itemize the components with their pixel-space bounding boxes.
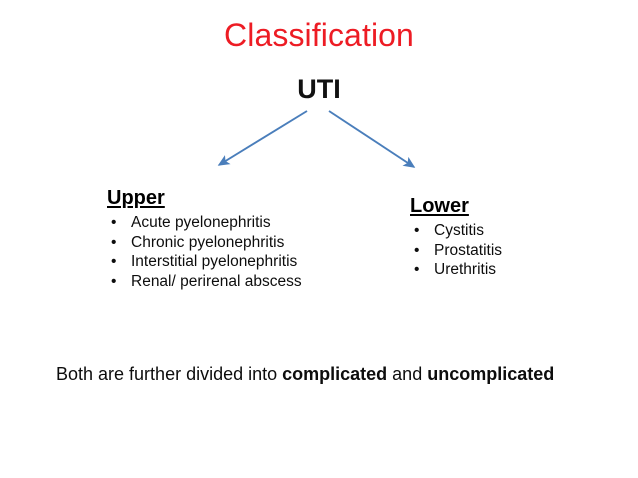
- page-title: Classification: [224, 17, 414, 53]
- footer-emphasis-complicated: complicated: [282, 364, 388, 384]
- branch-lower: Lower • Cystitis • Prostatitis • Urethri…: [410, 194, 630, 280]
- list-item-label: Urethritis: [434, 261, 497, 278]
- list-item: • Prostatitis: [410, 241, 630, 261]
- list-item-label: Acute pyelonephritis: [131, 214, 271, 231]
- branch-upper: Upper • Acute pyelonephritis • Chronic p…: [107, 186, 387, 291]
- bullet-icon: •: [414, 261, 420, 278]
- list-item: • Renal/ perirenal abscess: [107, 272, 387, 292]
- list-item-label: Prostatitis: [434, 241, 503, 259]
- footer-note: Both are further divided into complicate…: [56, 362, 554, 386]
- bullet-icon: •: [111, 253, 117, 270]
- list-item-label: Chronic pyelonephritis: [131, 233, 285, 251]
- bullet-icon: •: [414, 222, 420, 239]
- branch-lower-heading: Lower: [410, 195, 469, 217]
- bullet-icon: •: [111, 214, 117, 231]
- list-item: • Acute pyelonephritis: [107, 213, 387, 233]
- list-item: • Cystitis: [410, 221, 630, 241]
- arrow-right-line: [328, 110, 416, 168]
- footer-prefix: Both are further divided into: [56, 364, 283, 384]
- bullet-icon: •: [111, 233, 117, 251]
- branch-upper-list: • Acute pyelonephritis • Chronic pyelone…: [107, 213, 387, 291]
- list-item-label: Interstitial pyelonephritis: [131, 253, 298, 270]
- branch-upper-heading: Upper: [107, 187, 165, 209]
- list-item: • Chronic pyelonephritis: [107, 233, 387, 253]
- root-node-uti: UTI: [297, 74, 341, 104]
- bullet-icon: •: [111, 272, 117, 290]
- branch-lower-list: • Cystitis • Prostatitis • Urethritis: [410, 221, 630, 280]
- footer-emphasis-uncomplicated: uncomplicated: [427, 364, 555, 384]
- bullet-icon: •: [414, 241, 420, 259]
- footer-middle: and: [387, 364, 428, 384]
- list-item-label: Renal/ perirenal abscess: [131, 272, 302, 290]
- list-item: • Interstitial pyelonephritis: [107, 252, 387, 272]
- arrow-left-line: [217, 110, 308, 166]
- list-item-label: Cystitis: [434, 222, 484, 239]
- list-item: • Urethritis: [410, 260, 630, 280]
